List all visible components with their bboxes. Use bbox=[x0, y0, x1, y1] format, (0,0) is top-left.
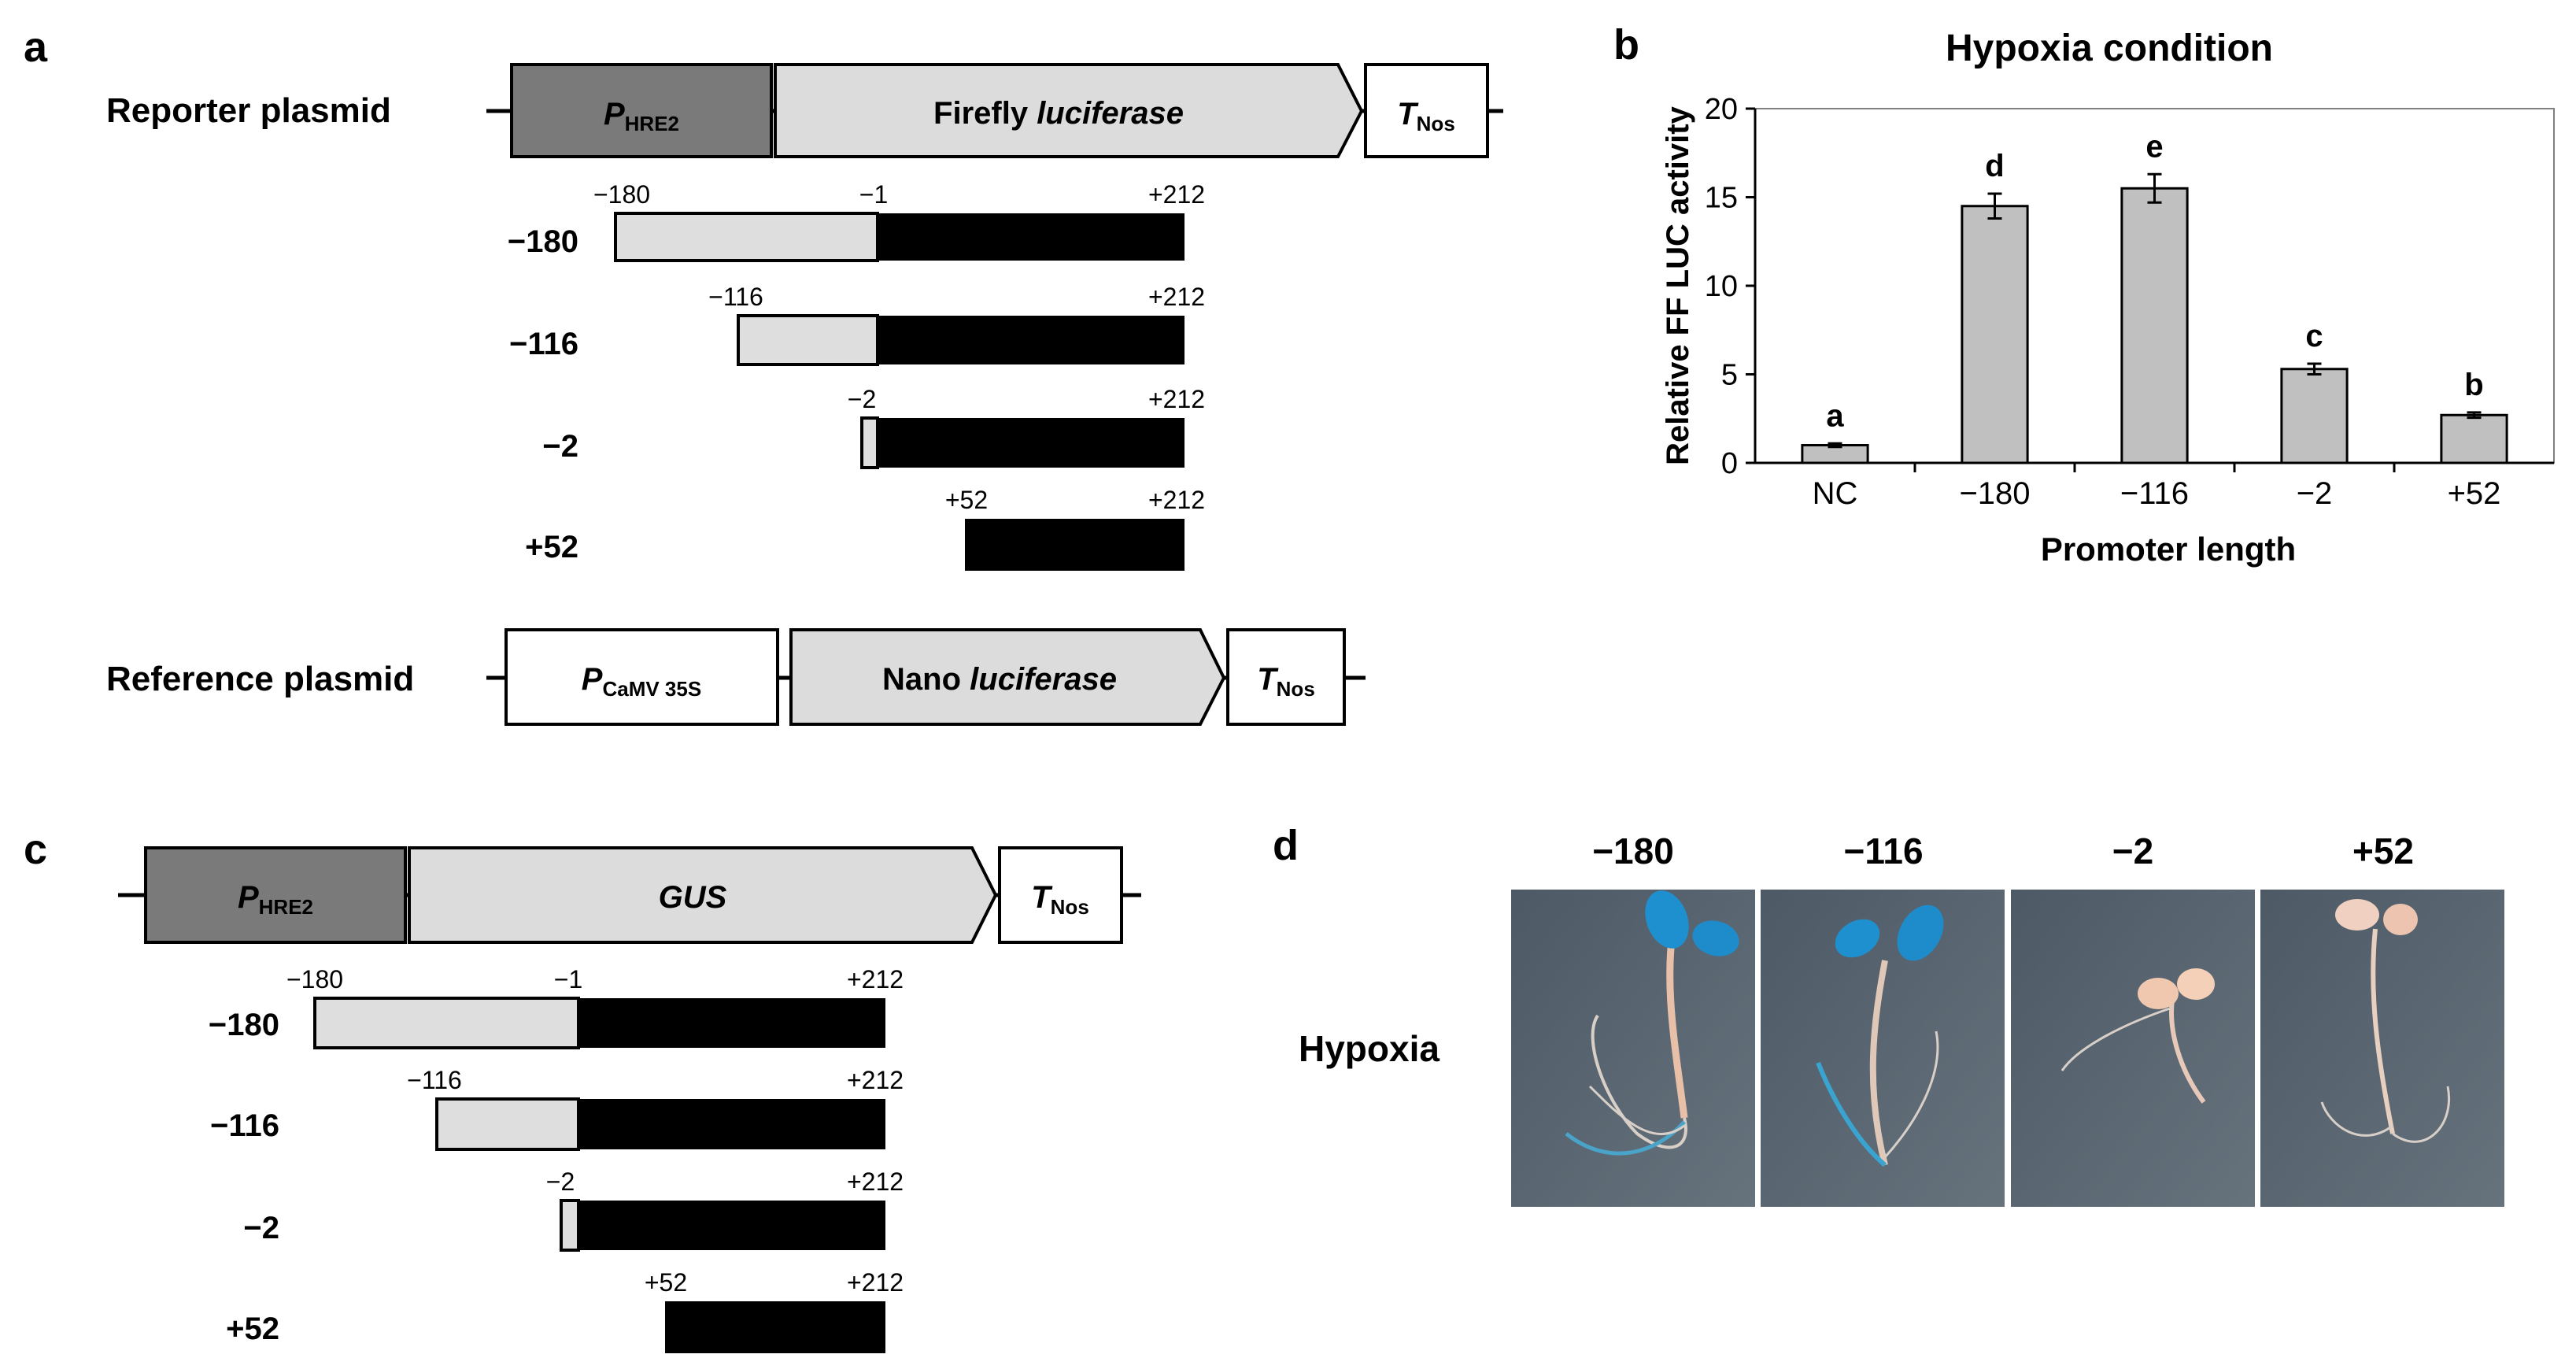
reference-promoter-label: PCaMV 35S bbox=[582, 662, 701, 701]
construct-minus2-coding bbox=[878, 418, 1185, 468]
c-construct-minus116-coding bbox=[578, 1099, 885, 1149]
reporter-terminator-label: TNos bbox=[1397, 97, 1455, 135]
x-axis-label: Promoter length bbox=[2041, 531, 2296, 568]
construct-minus180-name: −180 bbox=[508, 224, 578, 259]
y-tick-label: 20 bbox=[1705, 93, 1738, 126]
significance-letter: e bbox=[2145, 129, 2163, 164]
bar bbox=[2440, 413, 2508, 464]
significance-letter: d bbox=[1985, 149, 2004, 183]
c-construct-plus52-start: +52 bbox=[645, 1268, 687, 1297]
gus-promoter-label: PHRE2 bbox=[238, 880, 313, 919]
panel-b-letter: b bbox=[1613, 21, 1639, 68]
c-construct-plus52-name: +52 bbox=[226, 1312, 279, 1346]
c-construct-minus116-start: −116 bbox=[407, 1066, 462, 1094]
c-construct-plus52-end: +212 bbox=[847, 1268, 904, 1297]
nano-luciferase-arrow bbox=[789, 628, 1226, 726]
seedling-photo-minus180 bbox=[1511, 890, 1755, 1207]
reference-terminator-box bbox=[1226, 628, 1346, 726]
construct-minus116-end: +212 bbox=[1148, 283, 1205, 311]
construct-minus180-mid: −1 bbox=[859, 180, 888, 209]
x-tick-label: −116 bbox=[2120, 476, 2189, 511]
nano-luciferase-label: Nano luciferase bbox=[882, 662, 1117, 697]
bar bbox=[2120, 187, 2189, 464]
panel-d-letter: d bbox=[1273, 822, 1299, 869]
c-construct-minus180-upstream bbox=[313, 997, 580, 1049]
bar bbox=[1961, 205, 2029, 464]
c-construct-minus116-upstream bbox=[435, 1097, 580, 1151]
construct-minus2-upstream bbox=[860, 416, 879, 469]
construct-minus2-end: +212 bbox=[1148, 385, 1205, 413]
panel-c-letter: c bbox=[24, 826, 47, 873]
gus-promoter-box bbox=[144, 846, 407, 944]
c-construct-minus180-mid: −1 bbox=[554, 965, 582, 993]
construct-minus2-start: −2 bbox=[848, 385, 876, 413]
construct-plus52-start: +52 bbox=[945, 486, 988, 514]
reporter-terminator-box bbox=[1364, 63, 1489, 158]
c-construct-minus180-start: −180 bbox=[286, 965, 343, 993]
seedling-photo-plus52 bbox=[2260, 890, 2504, 1207]
construct-minus180-upstream bbox=[614, 212, 879, 262]
c-construct-plus52-coding bbox=[665, 1301, 885, 1353]
construct-minus116-name: −116 bbox=[509, 327, 578, 361]
c-construct-minus180-name: −180 bbox=[209, 1008, 279, 1042]
gus-label: GUS bbox=[659, 880, 727, 915]
construct-minus180-end: +212 bbox=[1148, 180, 1205, 209]
seedling-photo-minus2 bbox=[2011, 890, 2255, 1207]
construct-minus116-start: −116 bbox=[708, 283, 763, 311]
construct-minus180-coding bbox=[878, 213, 1185, 261]
x-tick-label: −2 bbox=[2297, 476, 2333, 511]
reporter-promoter-box bbox=[510, 63, 773, 158]
construct-plus52-end: +212 bbox=[1148, 486, 1205, 514]
construct-minus2-name: −2 bbox=[542, 429, 578, 464]
gus-terminator-label: TNos bbox=[1031, 880, 1089, 919]
reference-plasmid-label: Reference plasmid bbox=[106, 660, 414, 698]
c-construct-minus180-end: +212 bbox=[847, 965, 904, 993]
c-construct-minus180-coding bbox=[578, 998, 885, 1048]
chart-title: Hypoxia condition bbox=[1946, 28, 2273, 69]
construct-minus116-upstream bbox=[737, 314, 879, 366]
y-tick-label: 5 bbox=[1721, 359, 1738, 392]
c-construct-minus2-upstream bbox=[560, 1199, 580, 1252]
y-tick-label: 15 bbox=[1705, 182, 1738, 215]
significance-letter: c bbox=[2305, 319, 2323, 353]
x-tick-label: −180 bbox=[1959, 476, 2030, 511]
c-construct-minus116-name: −116 bbox=[210, 1108, 279, 1143]
c-construct-minus2-start: −2 bbox=[546, 1167, 575, 1196]
x-tick-label: +52 bbox=[2448, 476, 2501, 511]
reference-promoter-box bbox=[504, 628, 779, 726]
reporter-promoter-label: PHRE2 bbox=[604, 97, 679, 135]
c-construct-minus2-end: +212 bbox=[847, 1167, 904, 1196]
y-axis-label: Relative FF LUC activity bbox=[1661, 105, 1695, 464]
x-tick-label: NC bbox=[1813, 476, 1858, 511]
significance-letter: b bbox=[2464, 368, 2483, 402]
y-tick-label: 10 bbox=[1705, 270, 1738, 303]
seedling-photo-minus116 bbox=[1761, 890, 2005, 1207]
significance-letter: a bbox=[1826, 398, 1844, 433]
firefly-luciferase-arrow bbox=[774, 63, 1364, 158]
construct-plus52-name: +52 bbox=[525, 530, 578, 564]
construct-minus180-start: −180 bbox=[593, 180, 650, 209]
hypoxia-row-label: Hypoxia bbox=[1299, 1028, 1440, 1069]
construct-plus52-coding bbox=[965, 519, 1185, 571]
c-construct-minus116-end: +212 bbox=[847, 1066, 904, 1094]
c-construct-minus2-name: −2 bbox=[243, 1211, 279, 1245]
c-construct-minus2-coding bbox=[578, 1201, 885, 1250]
photo-label-minus180: −180 bbox=[1592, 831, 1674, 871]
photo-label-minus2: −2 bbox=[2112, 831, 2153, 871]
firefly-luciferase-label: Firefly luciferase bbox=[933, 96, 1184, 131]
gus-terminator-box bbox=[998, 846, 1123, 944]
reporter-plasmid-label: Reporter plasmid bbox=[106, 91, 391, 130]
photo-label-plus52: +52 bbox=[2352, 831, 2414, 871]
reference-terminator-label: TNos bbox=[1257, 662, 1315, 701]
y-tick-label: 0 bbox=[1721, 447, 1738, 480]
construct-minus116-coding bbox=[878, 316, 1185, 364]
photo-label-minus116: −116 bbox=[1843, 831, 1923, 871]
gus-arrow bbox=[408, 846, 998, 944]
panel-a-letter: a bbox=[24, 24, 48, 71]
panel-b-bar-chart: 0 5 10 15 20 aNC d −180 e −116 c −2 b +52 Hypoxia cond… bbox=[1661, 28, 2555, 568]
bar bbox=[2280, 368, 2349, 464]
